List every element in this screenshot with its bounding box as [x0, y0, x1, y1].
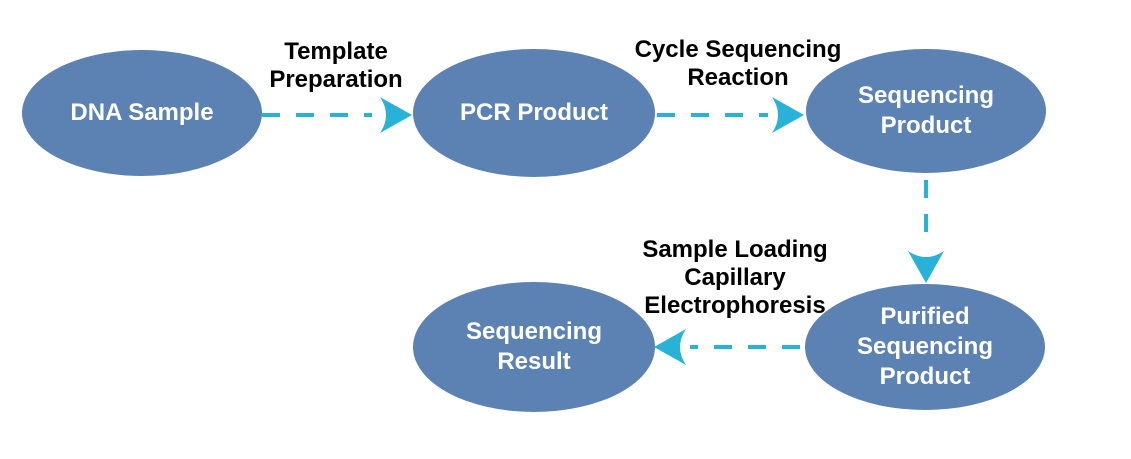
node-label-line: Sequencing — [465, 318, 603, 345]
edge-label-line: Electrophoresis — [644, 292, 826, 319]
arrow-purified-to-result — [654, 329, 800, 365]
node-label-line: Sequencing — [856, 333, 994, 360]
node-label-line: Product — [880, 112, 972, 139]
node-label-line: Purified — [880, 303, 970, 330]
node-label-line: PCR Product — [459, 99, 608, 126]
arrowhead-left-icon — [654, 329, 686, 365]
node-sequencing-product: Sequencing Product — [806, 49, 1046, 173]
edge-label-template-preparation: Template Preparation — [236, 38, 436, 94]
arrow-sequencing-to-purified — [908, 180, 944, 283]
arrow-dna-to-pcr — [262, 97, 412, 133]
arrowhead-right-icon — [380, 97, 412, 133]
arrowhead-down-icon — [908, 251, 944, 283]
node-label-line: Result — [497, 348, 571, 375]
arrowhead-right-icon — [772, 97, 804, 133]
edge-label-line: Preparation — [269, 66, 403, 93]
node-pcr-product: PCR Product — [413, 49, 655, 177]
node-label-line: DNA Sample — [70, 99, 214, 126]
arrow-pcr-to-sequencing-product — [657, 97, 804, 133]
edge-label-cycle-sequencing-reaction: Cycle Sequencing Reaction — [608, 36, 868, 92]
node-purified-sequencing-product: Purified Sequencing Product — [805, 284, 1045, 410]
edge-label-line: Sample Loading — [642, 236, 828, 263]
node-dna-sample: DNA Sample — [22, 50, 262, 176]
edge-label-line: Cycle Sequencing — [634, 36, 842, 63]
edge-label-line: Capillary — [684, 264, 786, 291]
edge-label-line: Template — [284, 38, 388, 65]
node-label-line: Product — [879, 363, 971, 390]
node-label-line: Sequencing — [857, 82, 995, 109]
edge-label-sample-loading-capillary-electrophoresis: Sample Loading Capillary Electrophoresis — [605, 236, 865, 320]
edge-label-line: Reaction — [687, 64, 789, 91]
node-sequencing-result: Sequencing Result — [413, 282, 655, 412]
